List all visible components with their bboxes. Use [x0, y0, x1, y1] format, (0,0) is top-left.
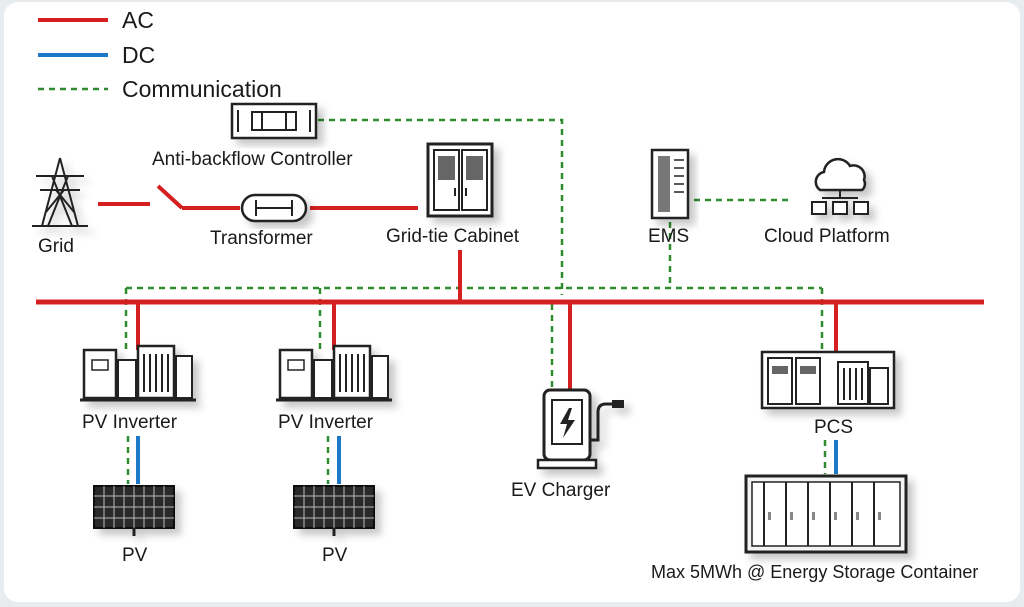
anti-backflow-controller-icon: [230, 102, 318, 140]
legend-communication-label: Communication: [122, 76, 282, 102]
ev-charger-icon: [536, 388, 624, 470]
legend: [38, 18, 108, 91]
ac-switch-blade: [156, 184, 184, 210]
ac-lines: [36, 184, 984, 390]
pv-inverter-1-label: PV Inverter: [82, 412, 178, 433]
energy-storage-container-icon: [744, 474, 908, 554]
ems-label: EMS: [648, 226, 690, 247]
pv-1-label: PV: [122, 545, 148, 566]
legend-ac-label: AC: [122, 7, 154, 33]
pv-inverter-1-icon: [80, 344, 196, 402]
transformer-label: Transformer: [210, 228, 313, 249]
pv-panel-1-icon: [93, 485, 175, 536]
cloud-platform-icon: [811, 157, 869, 215]
pv-panel-2-icon: [293, 485, 375, 536]
cloud-platform-label: Cloud Platform: [764, 226, 890, 247]
transformer-icon: [240, 193, 308, 223]
dc-lines: [136, 436, 838, 484]
ev-charger-label: EV Charger: [511, 480, 611, 501]
anti-backflow-controller-label: Anti-backflow Controller: [152, 149, 353, 170]
communication-lines: [124, 118, 827, 484]
grid-tie-cabinet-label: Grid-tie Cabinet: [386, 226, 520, 247]
grid-tower-icon: [32, 157, 88, 227]
pv-inverter-2-icon: [276, 344, 392, 402]
ems-icon: [650, 148, 690, 220]
comm-line-controller-ev: [318, 118, 564, 295]
grid-label: Grid: [38, 236, 74, 257]
grid-tie-cabinet-icon: [426, 142, 494, 218]
legend-dc-label: DC: [122, 42, 156, 68]
energy-storage-container-label: Max 5MWh @ Energy Storage Container: [651, 562, 979, 582]
pcs-label: PCS: [814, 417, 854, 438]
pv-inverter-2-label: PV Inverter: [278, 412, 374, 433]
pcs-icon: [760, 350, 896, 410]
pv-2-label: PV: [322, 545, 348, 566]
